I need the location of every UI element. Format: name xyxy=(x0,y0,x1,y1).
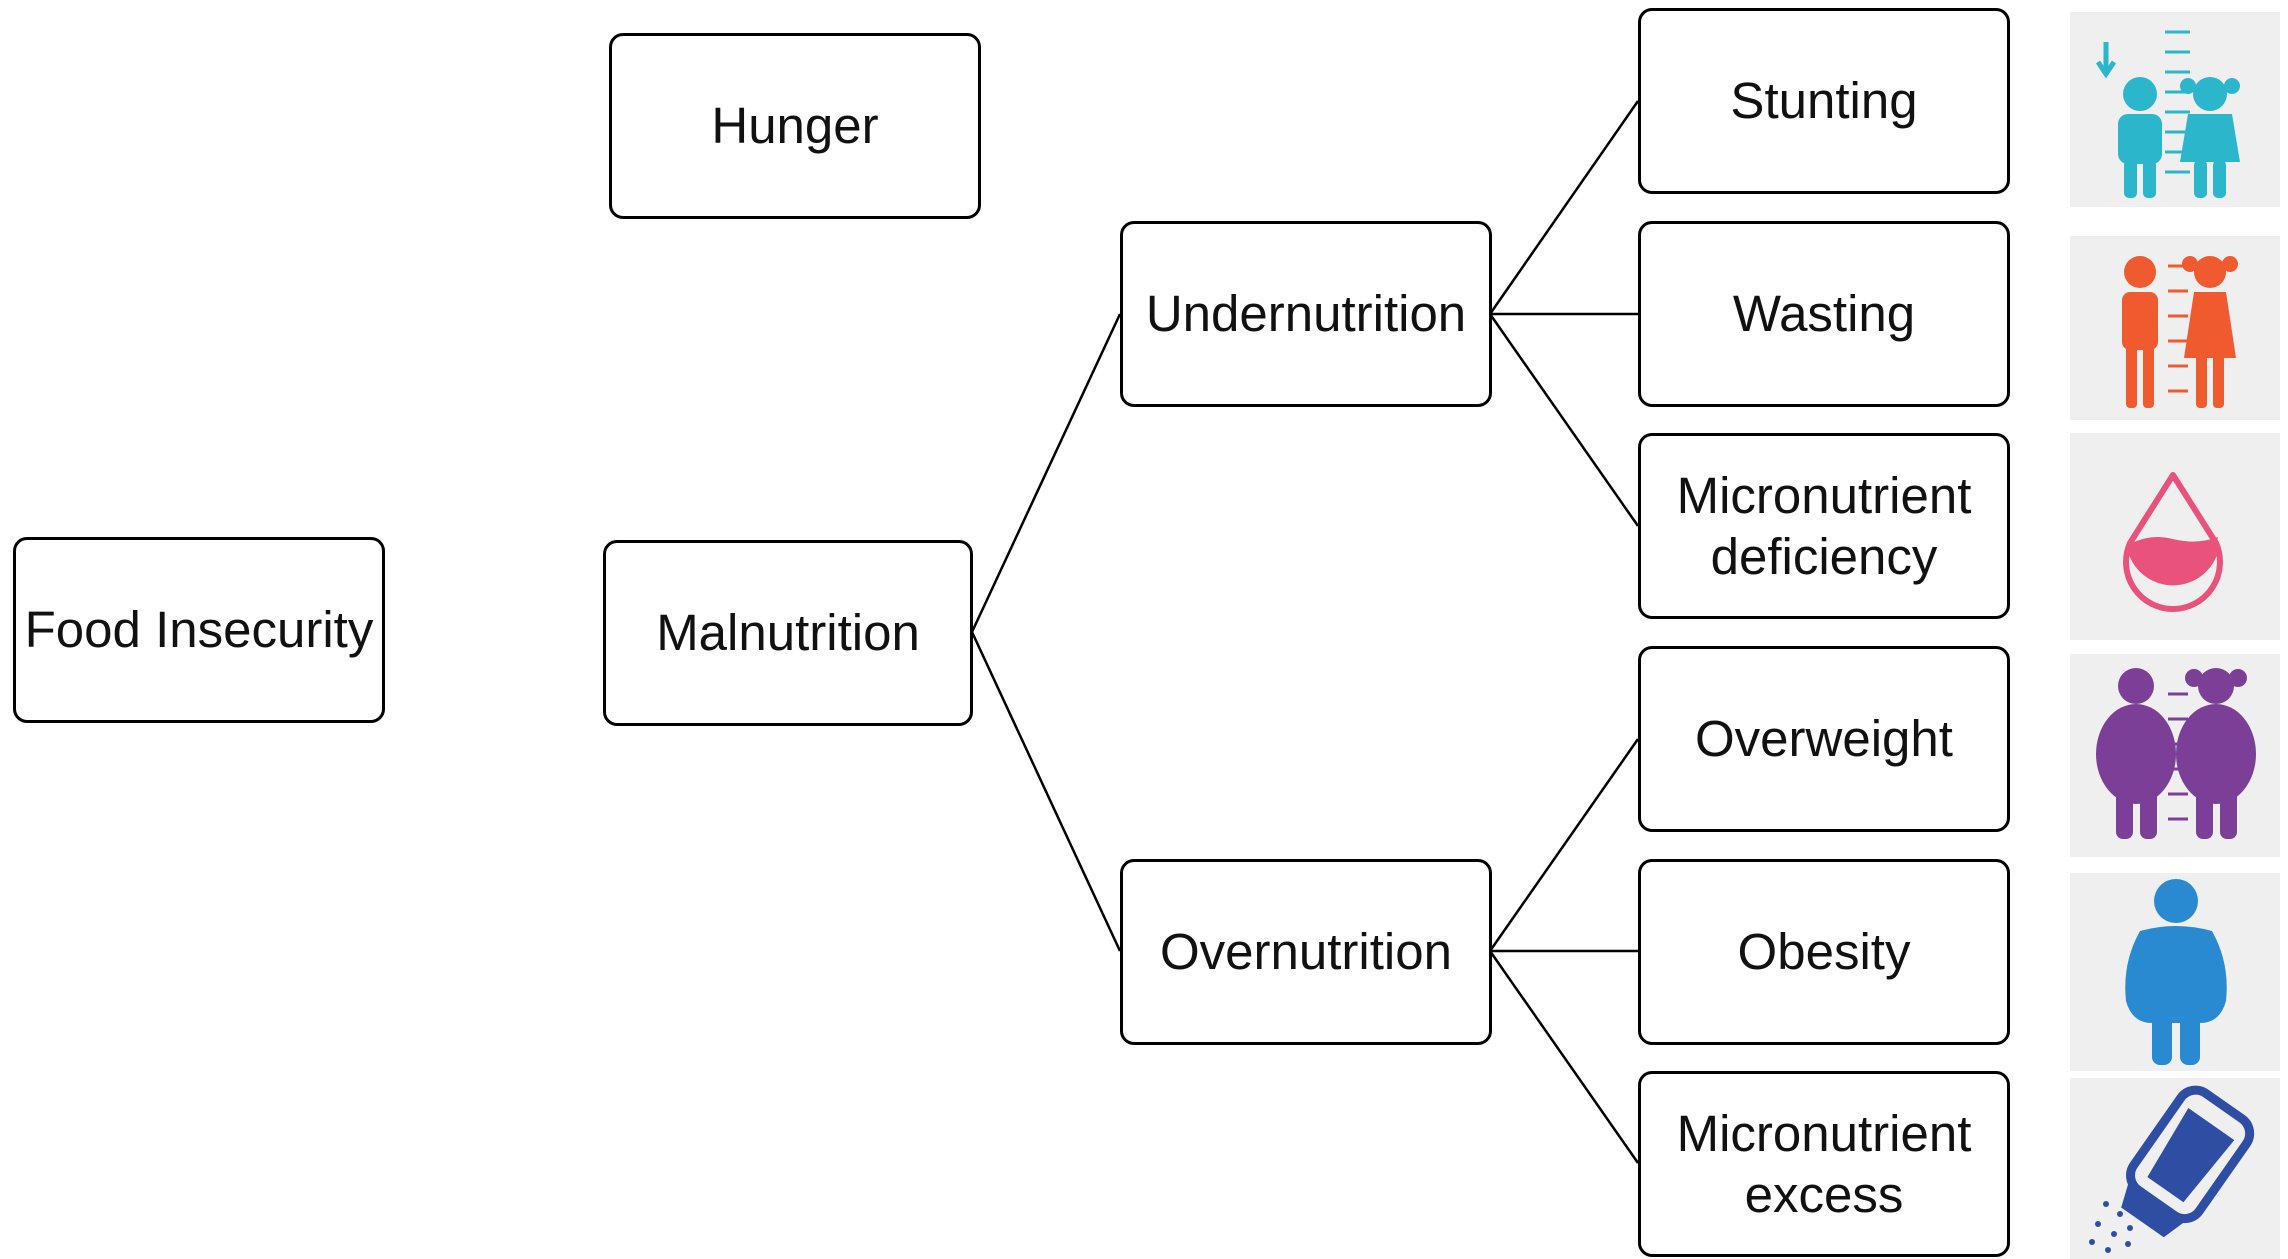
node-malnutrition: Malnutrition xyxy=(603,540,973,726)
micronutrient-drop-icon-graphic xyxy=(2123,472,2223,612)
salt-shaker-icon xyxy=(2070,1078,2280,1259)
node-overnutrition: Overnutrition xyxy=(1120,859,1492,1045)
node-obesity: Obesity xyxy=(1638,859,2010,1045)
node-stunting: Stunting xyxy=(1638,8,2010,194)
overweight-children-icon-graphic xyxy=(2096,668,2256,839)
wasting-children-icon-graphic xyxy=(2122,256,2238,408)
node-food-insecurity: Food Insecurity xyxy=(13,537,385,723)
edge-malnutrition-overnutrition xyxy=(970,631,1122,952)
edge-undernutrition-micronutrient-deficiency xyxy=(1488,313,1640,527)
node-wasting: Wasting xyxy=(1638,221,2010,407)
node-micronutrient-deficiency: Micronutrient deficiency xyxy=(1638,433,2010,619)
edge-overnutrition-overweight xyxy=(1488,738,1640,952)
node-micronutrient-excess: Micronutrient excess xyxy=(1638,1071,2010,1257)
node-overweight: Overweight xyxy=(1638,646,2010,832)
node-hunger: Hunger xyxy=(609,33,981,219)
wasting-children-icon xyxy=(2070,236,2280,420)
overweight-children-icon xyxy=(2070,654,2280,857)
obesity-person-icon-graphic xyxy=(2125,879,2227,1065)
stunting-children-icon-graphic xyxy=(2095,30,2240,198)
salt-shaker-icon-graphic xyxy=(2089,1085,2255,1253)
edge-malnutrition-undernutrition xyxy=(970,313,1122,633)
edge-overnutrition-micronutrient-excess xyxy=(1488,950,1640,1164)
node-undernutrition: Undernutrition xyxy=(1120,221,1492,407)
micronutrient-drop-icon xyxy=(2070,433,2280,640)
stunting-children-icon xyxy=(2070,12,2280,207)
edge-undernutrition-stunting xyxy=(1488,100,1640,315)
obesity-person-icon xyxy=(2070,873,2280,1071)
